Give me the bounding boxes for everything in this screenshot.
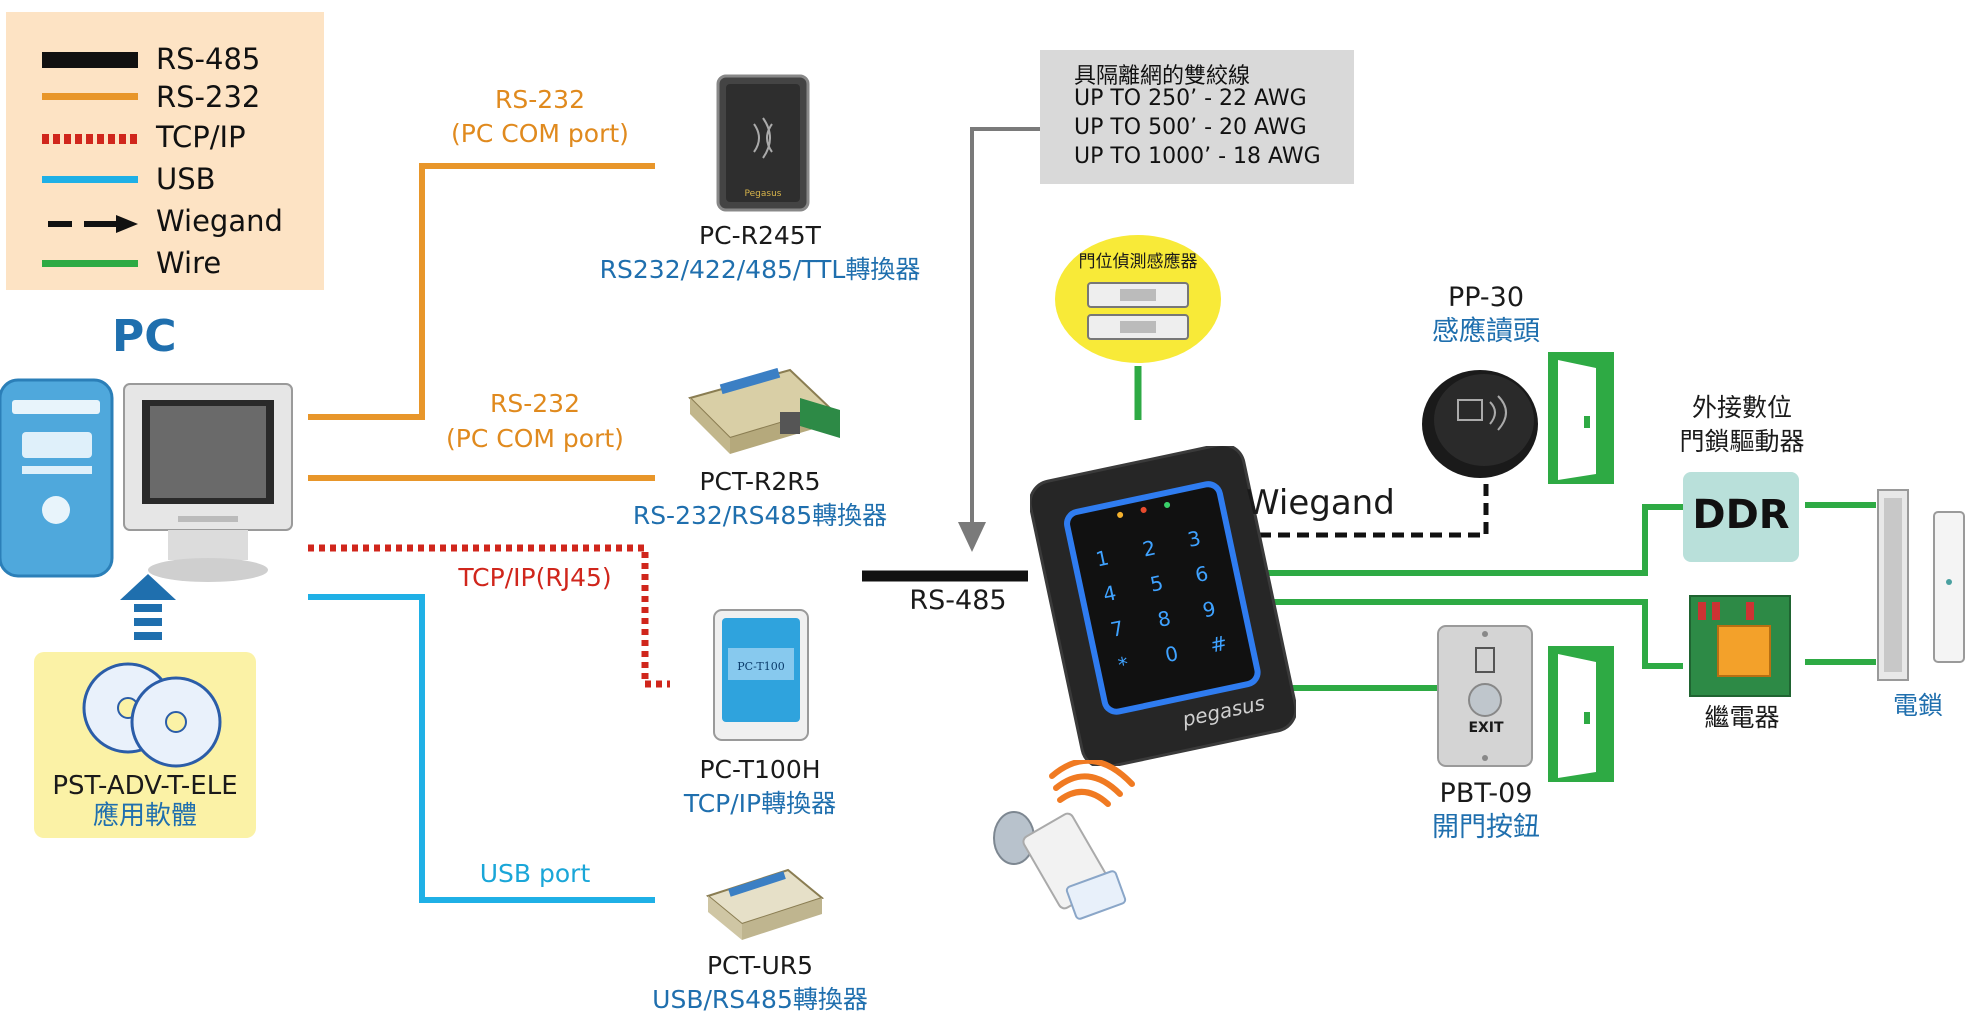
converter-model-3: PC-T100H <box>699 755 821 784</box>
keypad-key: 0 <box>1162 640 1181 668</box>
pc-title: PC <box>112 311 177 362</box>
legend-item-usb: USB <box>6 162 324 206</box>
spec-pointer-line <box>970 127 1040 528</box>
keypad-key: 4 <box>1100 580 1119 607</box>
keypad-key: # <box>1207 630 1230 658</box>
legend-swatch-rs232 <box>42 93 138 100</box>
wiegand-label: Wiegand <box>1246 483 1395 523</box>
usb-link-label: USB port <box>479 859 591 888</box>
converter-model-4: PCT-UR5 <box>706 951 814 980</box>
serial-adapter-icon <box>688 368 840 454</box>
keypad-key: 5 <box>1147 570 1166 597</box>
keypad-reader-icon <box>1030 446 1296 766</box>
exit-button-text: EXIT <box>1468 720 1504 736</box>
legend-label: Wiegand <box>156 204 283 238</box>
legend-swatch-wiegand <box>48 215 138 233</box>
legend-label: TCP/IP <box>156 120 246 154</box>
proximity-reader-icon <box>1422 370 1538 478</box>
software-desc: 應用軟體 <box>92 801 198 831</box>
wire-to-relay <box>1262 599 1683 669</box>
relay-board-icon <box>1689 595 1791 697</box>
keypad-key: 6 <box>1192 561 1211 588</box>
legend-swatch-tcpip <box>42 134 138 144</box>
keypad-key: * <box>1115 651 1131 678</box>
spec-pointer-arrowhead <box>958 522 986 552</box>
converter-desc-4: USB/RS485轉換器 <box>652 985 868 1014</box>
rfid-cards-icon <box>993 760 1135 920</box>
legend-label: Wire <box>156 246 222 280</box>
software-name: PST-ADV-T-ELE <box>52 771 238 801</box>
ddr-caption-1: 外接數位 <box>1691 393 1793 422</box>
ddr-caption-2: 門鎖驅動器 <box>1679 427 1805 456</box>
converter-model-2: PCT-R2R5 <box>699 467 821 496</box>
exit-button-model: PBT-09 <box>1439 778 1533 809</box>
cd-disc-icon <box>82 662 222 768</box>
cable-spec-line: UP TO 500’ - 20 AWG <box>1074 115 1307 140</box>
legend-item-rs485: RS-485 <box>6 38 324 80</box>
usb-line <box>308 594 655 903</box>
reader-model: PP-30 <box>1447 282 1525 313</box>
ddr-box: DDR <box>1683 472 1799 562</box>
exit-button-desc: 開門按鈕 <box>1432 812 1540 843</box>
software-box: PST-ADV-T-ELE 應用軟體 <box>34 652 256 838</box>
door-icon <box>1548 352 1614 484</box>
usb-adapter-icon <box>705 868 825 940</box>
keypad-key: 8 <box>1155 605 1173 632</box>
svg-text:Pegasus: Pegasus <box>745 189 782 199</box>
rs232-line-1 <box>308 163 655 420</box>
converter-desc-3: TCP/IP轉換器 <box>683 789 837 818</box>
door-sensor-label: 門位偵測感應器 <box>1078 252 1198 272</box>
keypad-key: 7 <box>1108 615 1126 642</box>
rs232-link-port-2: (PC COM port) <box>446 424 624 453</box>
wire-to-ddr <box>1252 504 1683 576</box>
converter-model-1: PC-R245T <box>699 221 821 250</box>
exit-button-icon <box>1437 625 1533 767</box>
door-icon <box>1548 646 1614 782</box>
relay-label: 繼電器 <box>1704 703 1780 732</box>
legend-item-rs232: RS-232 <box>6 80 324 122</box>
network-box-icon: PC-T100 <box>713 609 809 741</box>
magnetic-door-sensor-icon <box>1087 282 1189 340</box>
legend-label: USB <box>156 162 216 196</box>
pc-tower-monitor-icon <box>0 378 293 582</box>
cable-spec-box: 具隔離網的雙絞線 UP TO 250’ - 22 AWG UP TO 500’ … <box>1040 50 1354 184</box>
rs485-bus-label: RS-485 <box>909 585 1007 616</box>
legend-item-wiegand: Wiegand <box>6 204 324 248</box>
legend-label: RS-232 <box>156 80 261 114</box>
lock-label: 電鎖 <box>1892 691 1944 720</box>
tcpip-line <box>308 544 670 688</box>
legend-swatch-wire <box>42 260 138 267</box>
keypad-key: 2 <box>1140 535 1158 562</box>
converter-desc-2: RS-232/RS485轉換器 <box>632 501 888 530</box>
rs232-link-port-1: (PC COM port) <box>451 119 629 148</box>
svg-text:PC-T100: PC-T100 <box>737 660 784 673</box>
door-sensor-bubble: 門位偵測感應器 <box>1055 235 1221 363</box>
rs232-link-label-1: RS-232 <box>495 85 585 114</box>
cable-spec-line: UP TO 1000’ - 18 AWG <box>1074 144 1321 169</box>
keypad-key: 1 <box>1093 545 1111 572</box>
converter-desc-1: RS232/422/485/TTL轉換器 <box>599 255 921 284</box>
converter-box-icon: Pegasus <box>716 74 810 212</box>
keypad-key: 3 <box>1185 525 1203 552</box>
tcpip-link-label: TCP/IP(RJ45) <box>458 563 612 592</box>
legend-item-wire: Wire <box>6 246 324 290</box>
cable-spec-title: 具隔離網的雙絞線 <box>1074 64 1251 89</box>
ddr-label: DDR <box>1692 492 1790 538</box>
wiegand-line <box>1240 478 1489 538</box>
cable-spec-line: UP TO 250’ - 22 AWG <box>1074 86 1307 111</box>
rs232-link-label-2: RS-232 <box>490 389 580 418</box>
reader-desc: 感應讀頭 <box>1432 316 1540 347</box>
keypad-key: 9 <box>1200 596 1218 623</box>
legend-item-tcpip: TCP/IP <box>6 120 324 164</box>
legend-swatch-usb <box>42 176 138 183</box>
upload-arrow-icon <box>120 574 176 640</box>
legend-swatch-rs485 <box>42 52 138 68</box>
legend-label: RS-485 <box>156 42 261 76</box>
magnetic-lock-icon <box>1877 489 1965 681</box>
legend: RS-485 RS-232 TCP/IP USB Wiegand Wire <box>6 12 324 290</box>
